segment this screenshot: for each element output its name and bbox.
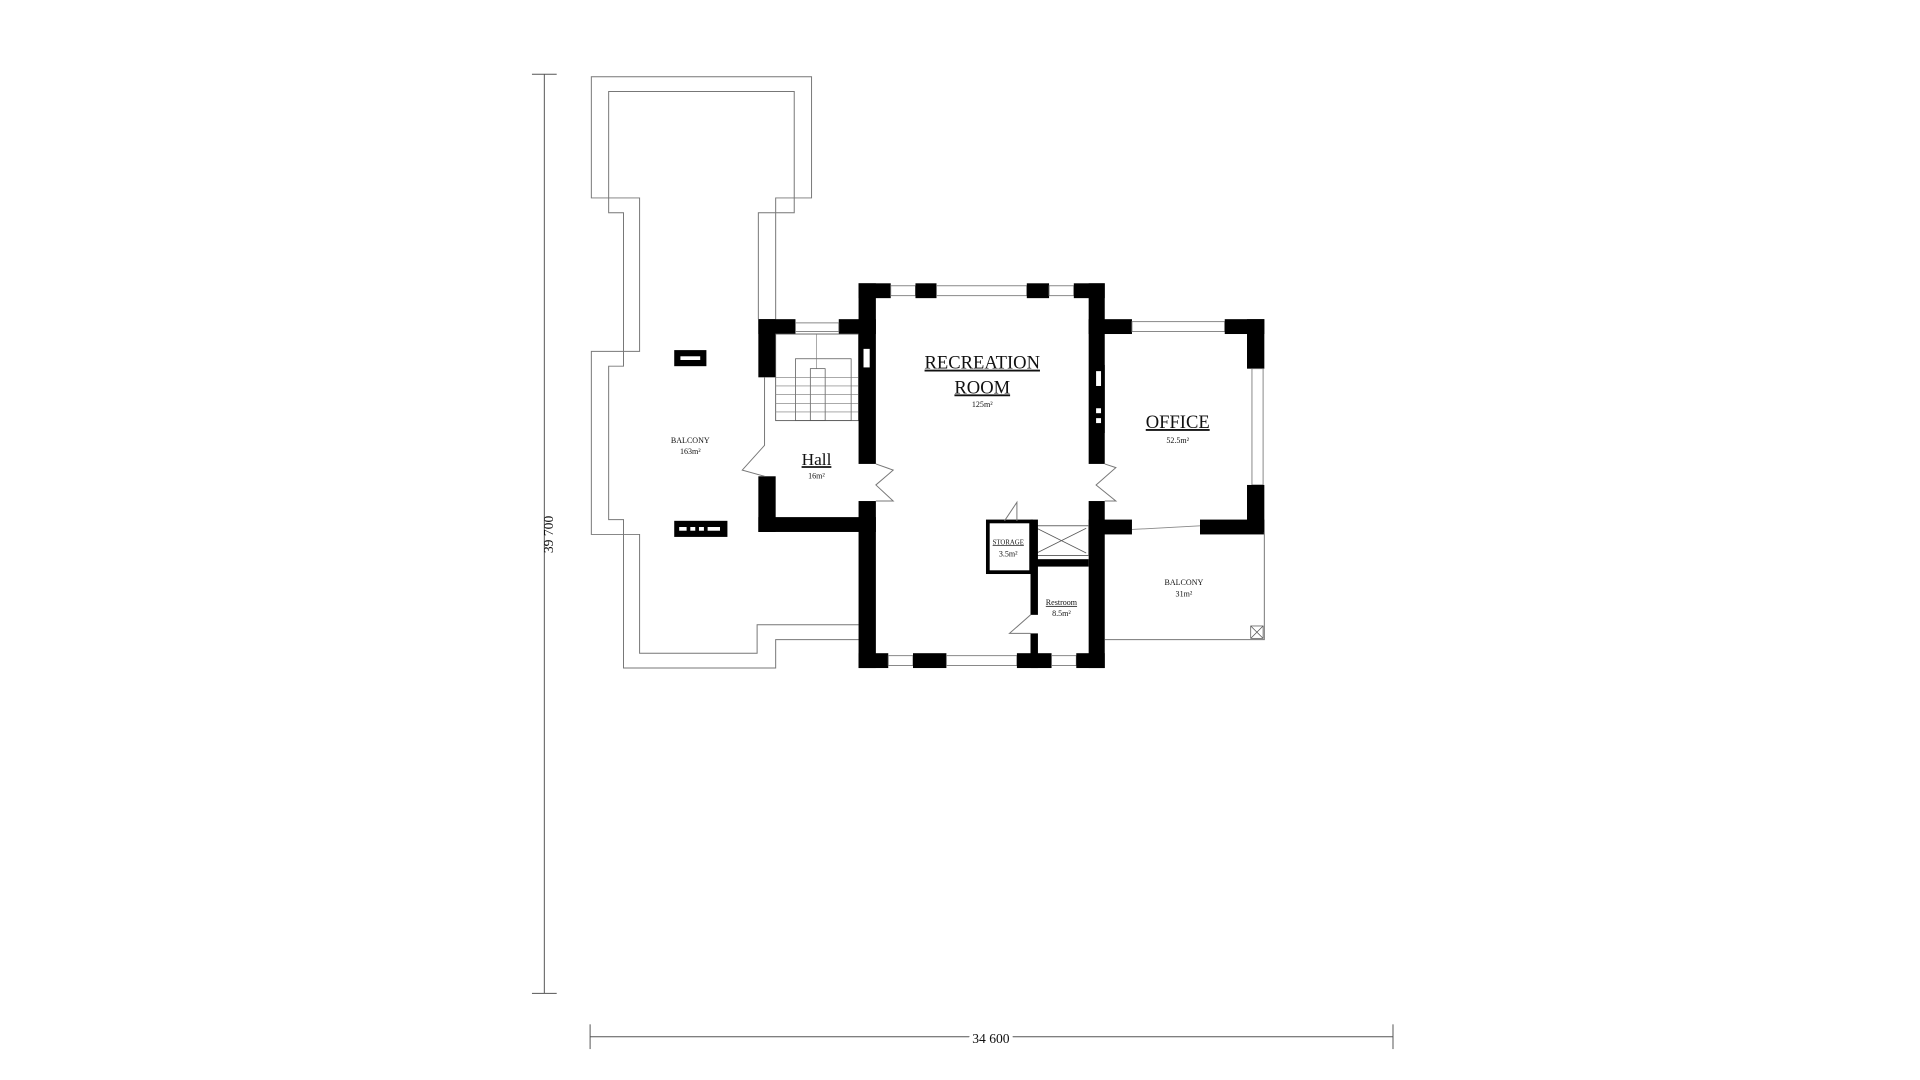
- svg-text:125m²: 125m²: [972, 400, 993, 409]
- svg-text:Hall: Hall: [802, 450, 832, 469]
- storage-walls: [985, 500, 1033, 575]
- recreation-room-label: RECREATION ROOM 125m²: [925, 353, 1040, 409]
- hall-label: Hall 16m²: [802, 450, 832, 481]
- balcony-left-label: BALCONY 163m²: [671, 436, 710, 456]
- recreation-room-walls: [858, 283, 1118, 669]
- svg-text:3.5m²: 3.5m²: [999, 550, 1018, 559]
- restroom-label: Restroom 8.5m²: [1046, 598, 1078, 618]
- svg-text:ROOM: ROOM: [954, 377, 1010, 398]
- height-label: 39 700: [541, 516, 556, 554]
- stairs: [775, 333, 859, 422]
- storage-label: STORAGE 3.5m²: [993, 539, 1024, 558]
- svg-text:31m²: 31m²: [1176, 589, 1193, 598]
- hall-walls: [741, 319, 876, 532]
- svg-text:RECREATION: RECREATION: [925, 353, 1040, 374]
- restroom-walls: [1008, 519, 1089, 669]
- svg-text:OFFICE: OFFICE: [1146, 412, 1210, 433]
- svg-text:163m²: 163m²: [680, 447, 701, 456]
- svg-text:52.5m²: 52.5m²: [1166, 436, 1189, 445]
- svg-text:16m²: 16m²: [808, 472, 825, 481]
- height-dimension: 39 700: [531, 73, 557, 994]
- svg-text:BALCONY: BALCONY: [1165, 578, 1204, 587]
- width-label: 34 600: [972, 1031, 1010, 1046]
- svg-text:STORAGE: STORAGE: [993, 539, 1024, 546]
- office-label: OFFICE 52.5m²: [1146, 412, 1210, 445]
- balcony-left-outline: [590, 76, 859, 669]
- svg-text:8.5m²: 8.5m²: [1052, 609, 1071, 618]
- balcony-right-label: BALCONY 31m²: [1165, 578, 1204, 598]
- width-dimension: 34 600: [589, 1024, 1394, 1050]
- svg-text:BALCONY: BALCONY: [671, 436, 710, 445]
- shaft: [1033, 525, 1090, 556]
- office-walls: [1088, 319, 1265, 535]
- svg-text:Restroom: Restroom: [1046, 598, 1078, 607]
- balcony-right-outline: [1104, 531, 1265, 641]
